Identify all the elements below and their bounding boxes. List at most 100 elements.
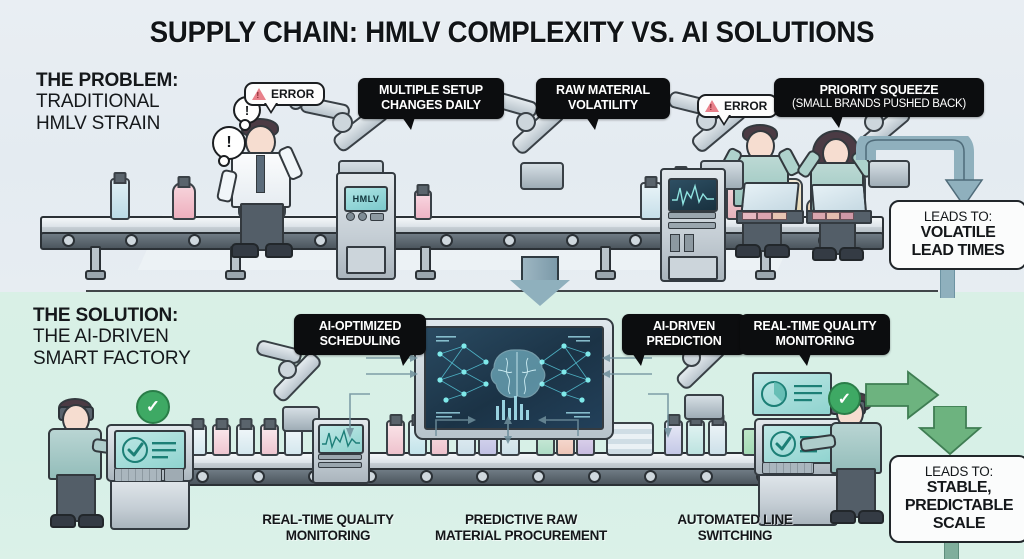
curved-arrow-to-volatile [856,136,984,208]
conveyor-roller [420,470,433,483]
problem-header-line2: TRADITIONAL [36,91,160,113]
status-check-right: ✓ [828,382,861,415]
sign-lead-label: LEADS TO: [924,464,994,479]
makeup-pan [812,212,826,220]
callout-line1: RAW MATERIAL [556,83,650,97]
line-monitor-screen [318,424,364,454]
product-bottle [640,176,662,220]
callout-ai-driven-prediction[interactable]: AI-DRIVEN PREDICTION [622,314,746,365]
conveyor-roller [532,470,545,483]
caption-predictive-raw-material-procurement: PREDICTIVE RAW MATERIAL PROCUREMENT [406,512,636,544]
pie-chart-icon [761,381,822,407]
caption-real-time-quality-monitoring: REAL-TIME QUALITY MONITORING [228,512,428,544]
callout-multiple-setup-changes[interactable]: MULTIPLE SETUP CHANGES DAILY [358,78,504,129]
page-title: SUPPLY CHAIN: HMLV COMPLEXITY VS. AI SOL… [149,16,875,49]
product-bottle [172,176,196,220]
terminal-button-group[interactable] [164,468,184,482]
conveyor-foot [415,270,436,280]
conveyor-roller [252,470,265,483]
callout-real-time-quality-monitoring[interactable]: REAL-TIME QUALITY MONITORING [740,314,890,365]
check-glyph: ✓ [145,397,161,416]
callout-line1: REAL-TIME QUALITY [753,319,877,333]
makeup-pan [840,212,854,220]
machine-slot [668,212,716,219]
sign-line3: SCALE [932,515,986,533]
callout-raw-material-volatility[interactable]: RAW MATERIAL VOLATILITY [536,78,670,129]
ai-flow-arrows [346,354,672,444]
conveyor-foot [85,270,106,280]
caption-line2: MONITORING [285,527,371,543]
hmlv-machine-display: HMLV [344,186,388,212]
machine-button [370,213,384,221]
conveyor-roller [125,234,138,247]
product-bottle [686,414,705,456]
caption-line1: REAL-TIME QUALITY [262,512,394,527]
callout-line2: MONITORING [775,333,855,348]
product-bottle [110,172,130,220]
error-bubble-left[interactable]: ERROR [244,82,326,114]
solution-header-line2: THE AI-DRIVEN [33,326,169,348]
conveyor-roller [588,470,601,483]
problem-header: THE PROBLEM: TRADITIONAL HMLV STRAIN [36,70,178,134]
product-bottle [386,414,405,456]
terminal-keypad[interactable] [114,468,162,482]
machine-slot [318,454,362,460]
product-bottle [708,414,727,456]
caption-line1: AUTOMATED LINE [677,512,793,527]
warning-triangle-icon [705,100,719,112]
exclamation-bubble-1: ! [212,126,246,167]
waveform-icon [322,428,360,450]
machine-slot [318,462,362,468]
conveyor-roller [629,234,642,247]
sign-line2: PREDICTABLE [904,497,1014,515]
checkmark-icon [122,437,176,463]
hmlv-display-text: HMLV [352,194,380,204]
caption-line2: SWITCHING [697,527,773,543]
conveyor-roller [503,234,516,247]
solution-header-line3: SMART FACTORY [33,347,191,369]
conveyor-roller [314,234,327,247]
machine-panel [346,246,386,274]
caption-line2: MATERIAL PROCUREMENT [435,527,607,543]
transition-arrow-down [500,256,580,306]
conveyor-roller [700,470,713,483]
sign-volatile-lead-times: LEADS TO: VOLATILE LEAD TIMES [889,200,1024,271]
conveyor-roller [476,470,489,483]
sign-line2: LEAD TIMES [911,242,1005,260]
smart-conveyor-body [118,468,828,486]
machine-indicator [684,234,694,252]
control-terminal-left-base [110,476,190,530]
terminal-keypad[interactable] [762,462,814,474]
neural-network-brain-icon [436,336,591,420]
analytics-wall-screen [752,372,832,416]
callout-line2: (SMALL BRANDS PUSHED BACK) [792,97,966,110]
machine-slot [668,222,716,229]
warning-triangle-icon [252,88,266,100]
conveyor-foot [755,270,776,280]
exclamation-glyph: ! [226,134,232,151]
callout-line1: PRIORITY SQUEEZE [819,83,939,97]
callout-line1: MULTIPLE SETUP [379,83,483,97]
check-glyph: ✓ [837,390,852,408]
callout-line2: SCHEDULING [319,333,401,348]
makeup-pan [742,212,757,220]
conveyor-roller [566,234,579,247]
callout-ai-optimized-scheduling[interactable]: AI-OPTIMIZED SCHEDULING [294,314,426,365]
makeup-pan [772,212,787,220]
solution-header-line1: THE SOLUTION: [33,305,179,326]
callout-priority-squeeze[interactable]: PRIORITY SQUEEZE (SMALL BRANDS PUSHED BA… [774,78,984,129]
ai-central-display [424,326,604,430]
error-bubble-left-label: ERROR [271,87,315,101]
makeup-pan [757,212,772,220]
solution-header: THE SOLUTION: THE AI-DRIVEN SMART FACTOR… [33,305,191,369]
error-bubble-right-label: ERROR [724,99,768,113]
error-bubble-right[interactable]: ERROR [697,94,779,126]
sign-line1: VOLATILE [920,224,996,242]
machine-knob [346,212,355,221]
problem-header-line1: THE PROBLEM: [36,70,179,91]
conveyor-foot [225,270,246,280]
conveyor-roller [196,470,209,483]
machine-knob [358,212,367,221]
caption-line1: PREDICTIVE RAW [464,512,578,527]
